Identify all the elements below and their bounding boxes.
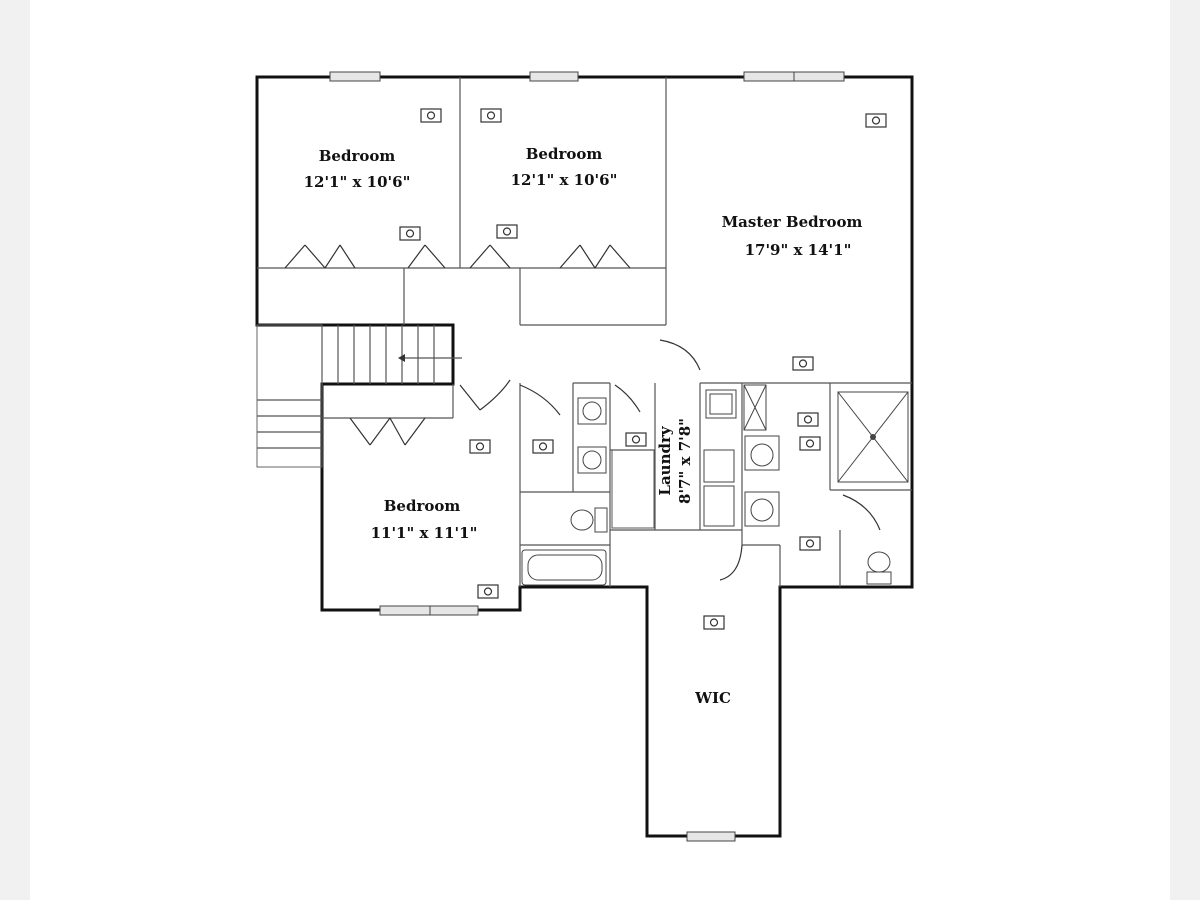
camera-icons	[399, 108, 887, 630]
room-labels: Bedroom 12'1" x 10'6" Bedroom 12'1" x 10…	[304, 145, 863, 707]
camera-icon	[797, 412, 819, 427]
camera-icon	[799, 436, 821, 451]
camera-icon	[480, 108, 502, 123]
bedroom-3-name: Bedroom	[384, 497, 461, 515]
camera-icon	[799, 536, 821, 551]
camera-icon	[865, 113, 887, 128]
camera-icon	[496, 224, 518, 239]
fixtures	[521, 384, 909, 586]
master-bedroom-name: Master Bedroom	[722, 213, 863, 231]
camera-icon	[532, 439, 554, 454]
bedroom-2-name: Bedroom	[526, 145, 603, 163]
doors	[284, 244, 881, 581]
interior-walls	[257, 77, 912, 587]
bedroom-1-name: Bedroom	[319, 147, 396, 165]
exterior-walls	[255, 75, 914, 838]
laundry-dims: 8'7" x 7'8"	[676, 418, 694, 504]
floor-plan-sheet	[30, 0, 1170, 900]
camera-icon	[703, 615, 725, 630]
windows	[329, 71, 845, 842]
bedroom-3-dims: 11'1" x 11'1"	[371, 524, 478, 542]
wic-name: WIC	[694, 689, 731, 707]
camera-icon	[625, 432, 647, 447]
laundry-name: Laundry	[656, 425, 674, 495]
bedroom-2-dims: 12'1" x 10'6"	[511, 171, 618, 189]
bedroom-1-dims: 12'1" x 10'6"	[304, 173, 411, 191]
camera-icon	[399, 226, 421, 241]
staircase	[256, 324, 462, 468]
master-bedroom-dims: 17'9" x 14'1"	[745, 241, 852, 259]
camera-icon	[792, 356, 814, 371]
camera-icon	[477, 584, 499, 599]
camera-icon	[469, 439, 491, 454]
camera-icon	[420, 108, 442, 123]
